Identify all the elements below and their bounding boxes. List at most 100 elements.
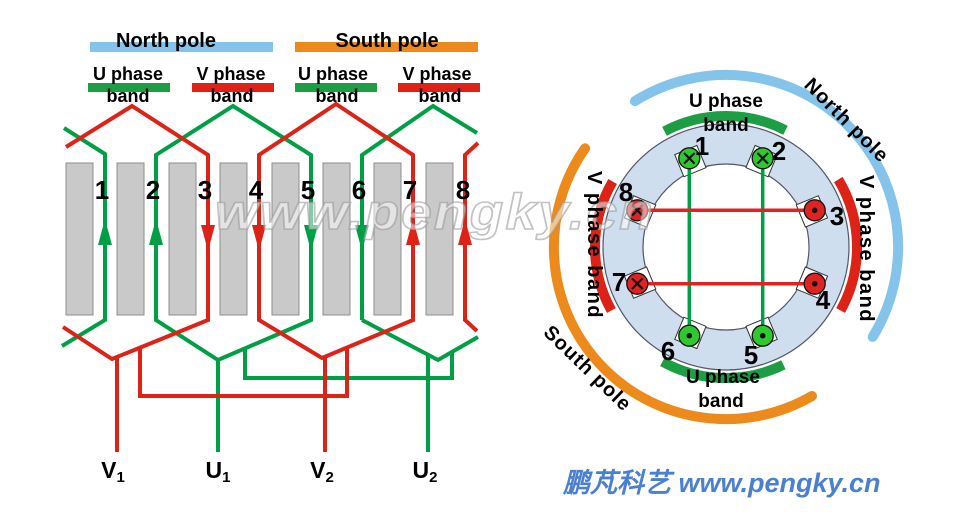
coil-connections <box>648 169 804 325</box>
v-phase-winding <box>61 101 480 452</box>
circle-south-pole-label: South pole <box>539 321 636 416</box>
phase-band-label-4: V phase <box>402 64 471 84</box>
circle-u-phase-top-label: U phase <box>689 91 763 112</box>
terminal-sub: 1 <box>117 469 125 486</box>
dot-mark-icon <box>759 332 766 339</box>
terminal-letter: U <box>206 457 223 483</box>
terminal-sub: 2 <box>326 469 334 486</box>
circle-number-5: 5 <box>744 340 758 370</box>
circle-north-pole-label: North pole <box>800 74 893 167</box>
tooth <box>116 162 145 316</box>
terminal-u2: U2 <box>413 457 438 486</box>
circle-number-7: 7 <box>612 267 626 297</box>
terminal-letter: U <box>413 457 430 483</box>
phase-band-label-4b: band <box>419 86 462 106</box>
watermark: www.pengky.cn <box>215 184 655 240</box>
terminal-sub: 1 <box>222 469 230 486</box>
terminal-v2: V2 <box>310 457 334 486</box>
circle-u-phase-top-band: band <box>703 115 748 136</box>
v-phase-band-bar-2 <box>398 83 480 92</box>
phase-band-label-2b: band <box>211 86 254 106</box>
slot-number-3: 3 <box>198 175 212 205</box>
linear-winding-diagram <box>60 42 480 452</box>
v-phase-band-arc-left <box>590 178 617 313</box>
v-phase-band-bar-1 <box>192 83 274 92</box>
current-in-cross-marks <box>631 152 769 290</box>
up-arrow-icon <box>406 219 420 245</box>
circular-stator-diagram <box>548 69 904 425</box>
north-pole-label: North pole <box>116 30 216 52</box>
circle-number-6: 6 <box>661 336 675 366</box>
phase-band-label-3b: band <box>316 86 359 106</box>
down-arrow-icon <box>355 225 369 251</box>
down-arrow-icon <box>252 225 266 251</box>
u-phase-band-arc-top <box>662 110 788 136</box>
circle-v-phase-left-label: V phase band <box>583 171 605 319</box>
terminal-letter: V <box>101 457 117 483</box>
circle-u-phase-bottom-label: U phase <box>686 367 760 388</box>
tooth <box>322 162 351 316</box>
north-pole-arc <box>629 69 904 342</box>
current-arrows <box>98 219 472 251</box>
terminal-labels: V1 U1 V2 U2 <box>101 457 437 486</box>
south-pole-arc <box>548 143 817 425</box>
down-arrow-icon <box>201 225 215 251</box>
phase-band-label-3: U phase <box>298 64 368 84</box>
slot-number-7: 7 <box>403 175 417 205</box>
circle-number-2: 2 <box>772 136 786 166</box>
stator-bore <box>642 163 810 331</box>
south-pole-bar <box>295 42 478 52</box>
cross-mark-icon <box>683 152 696 165</box>
circle-number-8: 8 <box>619 177 633 207</box>
slot-number-4: 4 <box>249 175 264 205</box>
dot-mark-icon <box>686 332 693 339</box>
dot-mark-icon <box>811 207 818 214</box>
slot-number-6: 6 <box>352 175 366 205</box>
stator-teeth <box>65 162 454 316</box>
tooth <box>65 162 94 316</box>
circle-v-phase-right-label: V phase band <box>855 175 877 323</box>
slot-number-2: 2 <box>146 175 160 205</box>
cross-mark-icon <box>631 277 644 290</box>
dot-mark-icon <box>811 280 818 287</box>
v-winding-coil-4-7 <box>257 101 415 361</box>
south-pole-label: South pole <box>335 30 438 52</box>
slot-number-5: 5 <box>301 175 315 205</box>
circle-number-1: 1 <box>695 131 709 161</box>
slot-numbers: 1 2 3 4 5 6 7 8 <box>95 175 470 205</box>
u-phase-band-bar-1 <box>88 83 170 92</box>
tooth <box>425 162 454 316</box>
cross-mark-icon <box>631 204 644 217</box>
v-phase-jumper <box>138 347 349 398</box>
current-out-dot-marks <box>686 207 818 339</box>
terminal-letter: V <box>310 457 326 483</box>
up-arrow-icon <box>149 219 163 245</box>
up-arrow-icon <box>458 219 472 245</box>
phase-band-label-2: V phase <box>196 64 265 84</box>
phase-band-label-1b: band <box>107 86 150 106</box>
down-arrow-icon <box>304 225 318 251</box>
phase-band-label-1: U phase <box>93 64 163 84</box>
circle-u-phase-bottom-band: band <box>698 391 743 412</box>
tooth <box>219 162 248 316</box>
tooth <box>168 162 197 316</box>
slot-number-8: 8 <box>456 175 470 205</box>
north-pole-bar <box>90 42 273 52</box>
tooth <box>271 162 300 316</box>
circle-number-4: 4 <box>816 285 831 315</box>
linear-diagram-text: North pole South pole U phase band V pha… <box>93 30 472 486</box>
terminal-u1: U1 <box>206 457 231 486</box>
tooth <box>373 162 402 316</box>
branding-text: 鹏芃科艺 www.pengky.cn <box>562 468 881 498</box>
up-arrow-icon <box>98 219 112 245</box>
v-phase-band-arc-right <box>833 176 863 313</box>
u-phase-band-bar-2 <box>295 83 377 92</box>
u-winding-conductor6-bottom-wrap <box>361 318 479 363</box>
circle-number-3: 3 <box>830 201 844 231</box>
u-phase-band-arc-bottom <box>660 357 786 383</box>
slot-number-1: 1 <box>95 175 109 205</box>
cross-mark-icon <box>756 152 769 165</box>
terminal-v1: V1 <box>101 457 125 486</box>
